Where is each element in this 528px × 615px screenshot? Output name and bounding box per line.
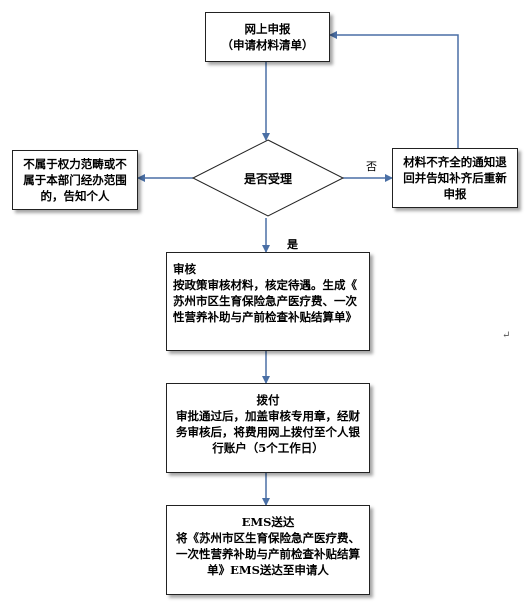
allocate-line-1: 审批通过后，加盖审核专用章，经财 [176, 409, 360, 423]
online-report-line-2: （申请材料清单） [221, 38, 314, 52]
paragraph-mark: ↵ [502, 330, 511, 341]
ems-line-2: 一次性营养补助与产前检查补贴结算 [176, 547, 360, 561]
edge-label-no: 否 [366, 160, 377, 173]
allocate-line-2: 务审核后，将费用网上拨付至个人银 [176, 425, 360, 439]
supplement-box: 材料不齐全的通知退 回并告知补齐后重新 申报 [392, 148, 518, 208]
online-report-box: 网上申报 （申请材料清单） [205, 12, 330, 62]
ems-line-3: 单》EMS送达至申请人 [207, 563, 329, 577]
ems-line-1: 将《苏州市区生育保险急产医疗费、 [176, 531, 360, 545]
supplement-line-1: 材料不齐全的通知退 [403, 155, 507, 169]
supplement-line-3: 申报 [443, 187, 467, 201]
online-report-line-1: 网上申报 [244, 22, 291, 36]
ems-box: EMS送达 将《苏州市区生育保险急产医疗费、 一次性营养补助与产前检查补贴结算 … [166, 505, 370, 595]
supplement-line-2: 回并告知补齐后重新 [403, 171, 507, 185]
review-line-2: 苏州市区生育保险急产医疗费、一次 [173, 294, 357, 308]
allocate-line-3: 行账户（5个工作日） [212, 441, 324, 455]
reject-line-1: 不属于权力范畴或不 [23, 157, 127, 171]
arrow-supplement-to-report [329, 31, 459, 148]
review-box: 审核 按政策审核材料，核定待遇。生成《 苏州市区生育保险急产医疗费、一次 性营养… [166, 252, 370, 351]
ems-title: EMS送达 [241, 515, 295, 529]
reject-box: 不属于权力范畴或不 属于本部门经办范围 的，告知个人 [12, 150, 138, 210]
decision-diamond [191, 139, 345, 217]
decision-label: 是否受理 [243, 172, 292, 186]
review-title: 审核 [173, 262, 196, 276]
reject-line-2: 属于本部门经办范围 [23, 173, 127, 187]
allocate-box: 拨付 审批通过后，加盖审核专用章，经财 务审核后，将费用网上拨付至个人银 行账户… [166, 383, 370, 473]
review-line-1: 按政策审核材料，核定待遇。生成《 [173, 278, 357, 292]
reject-line-3: 的，告知个人 [40, 189, 110, 203]
review-line-3: 性营养补助与产前检查补贴结算单》 [173, 310, 357, 324]
edge-label-yes: 是 [287, 238, 298, 251]
allocate-title: 拨付 [256, 393, 280, 407]
